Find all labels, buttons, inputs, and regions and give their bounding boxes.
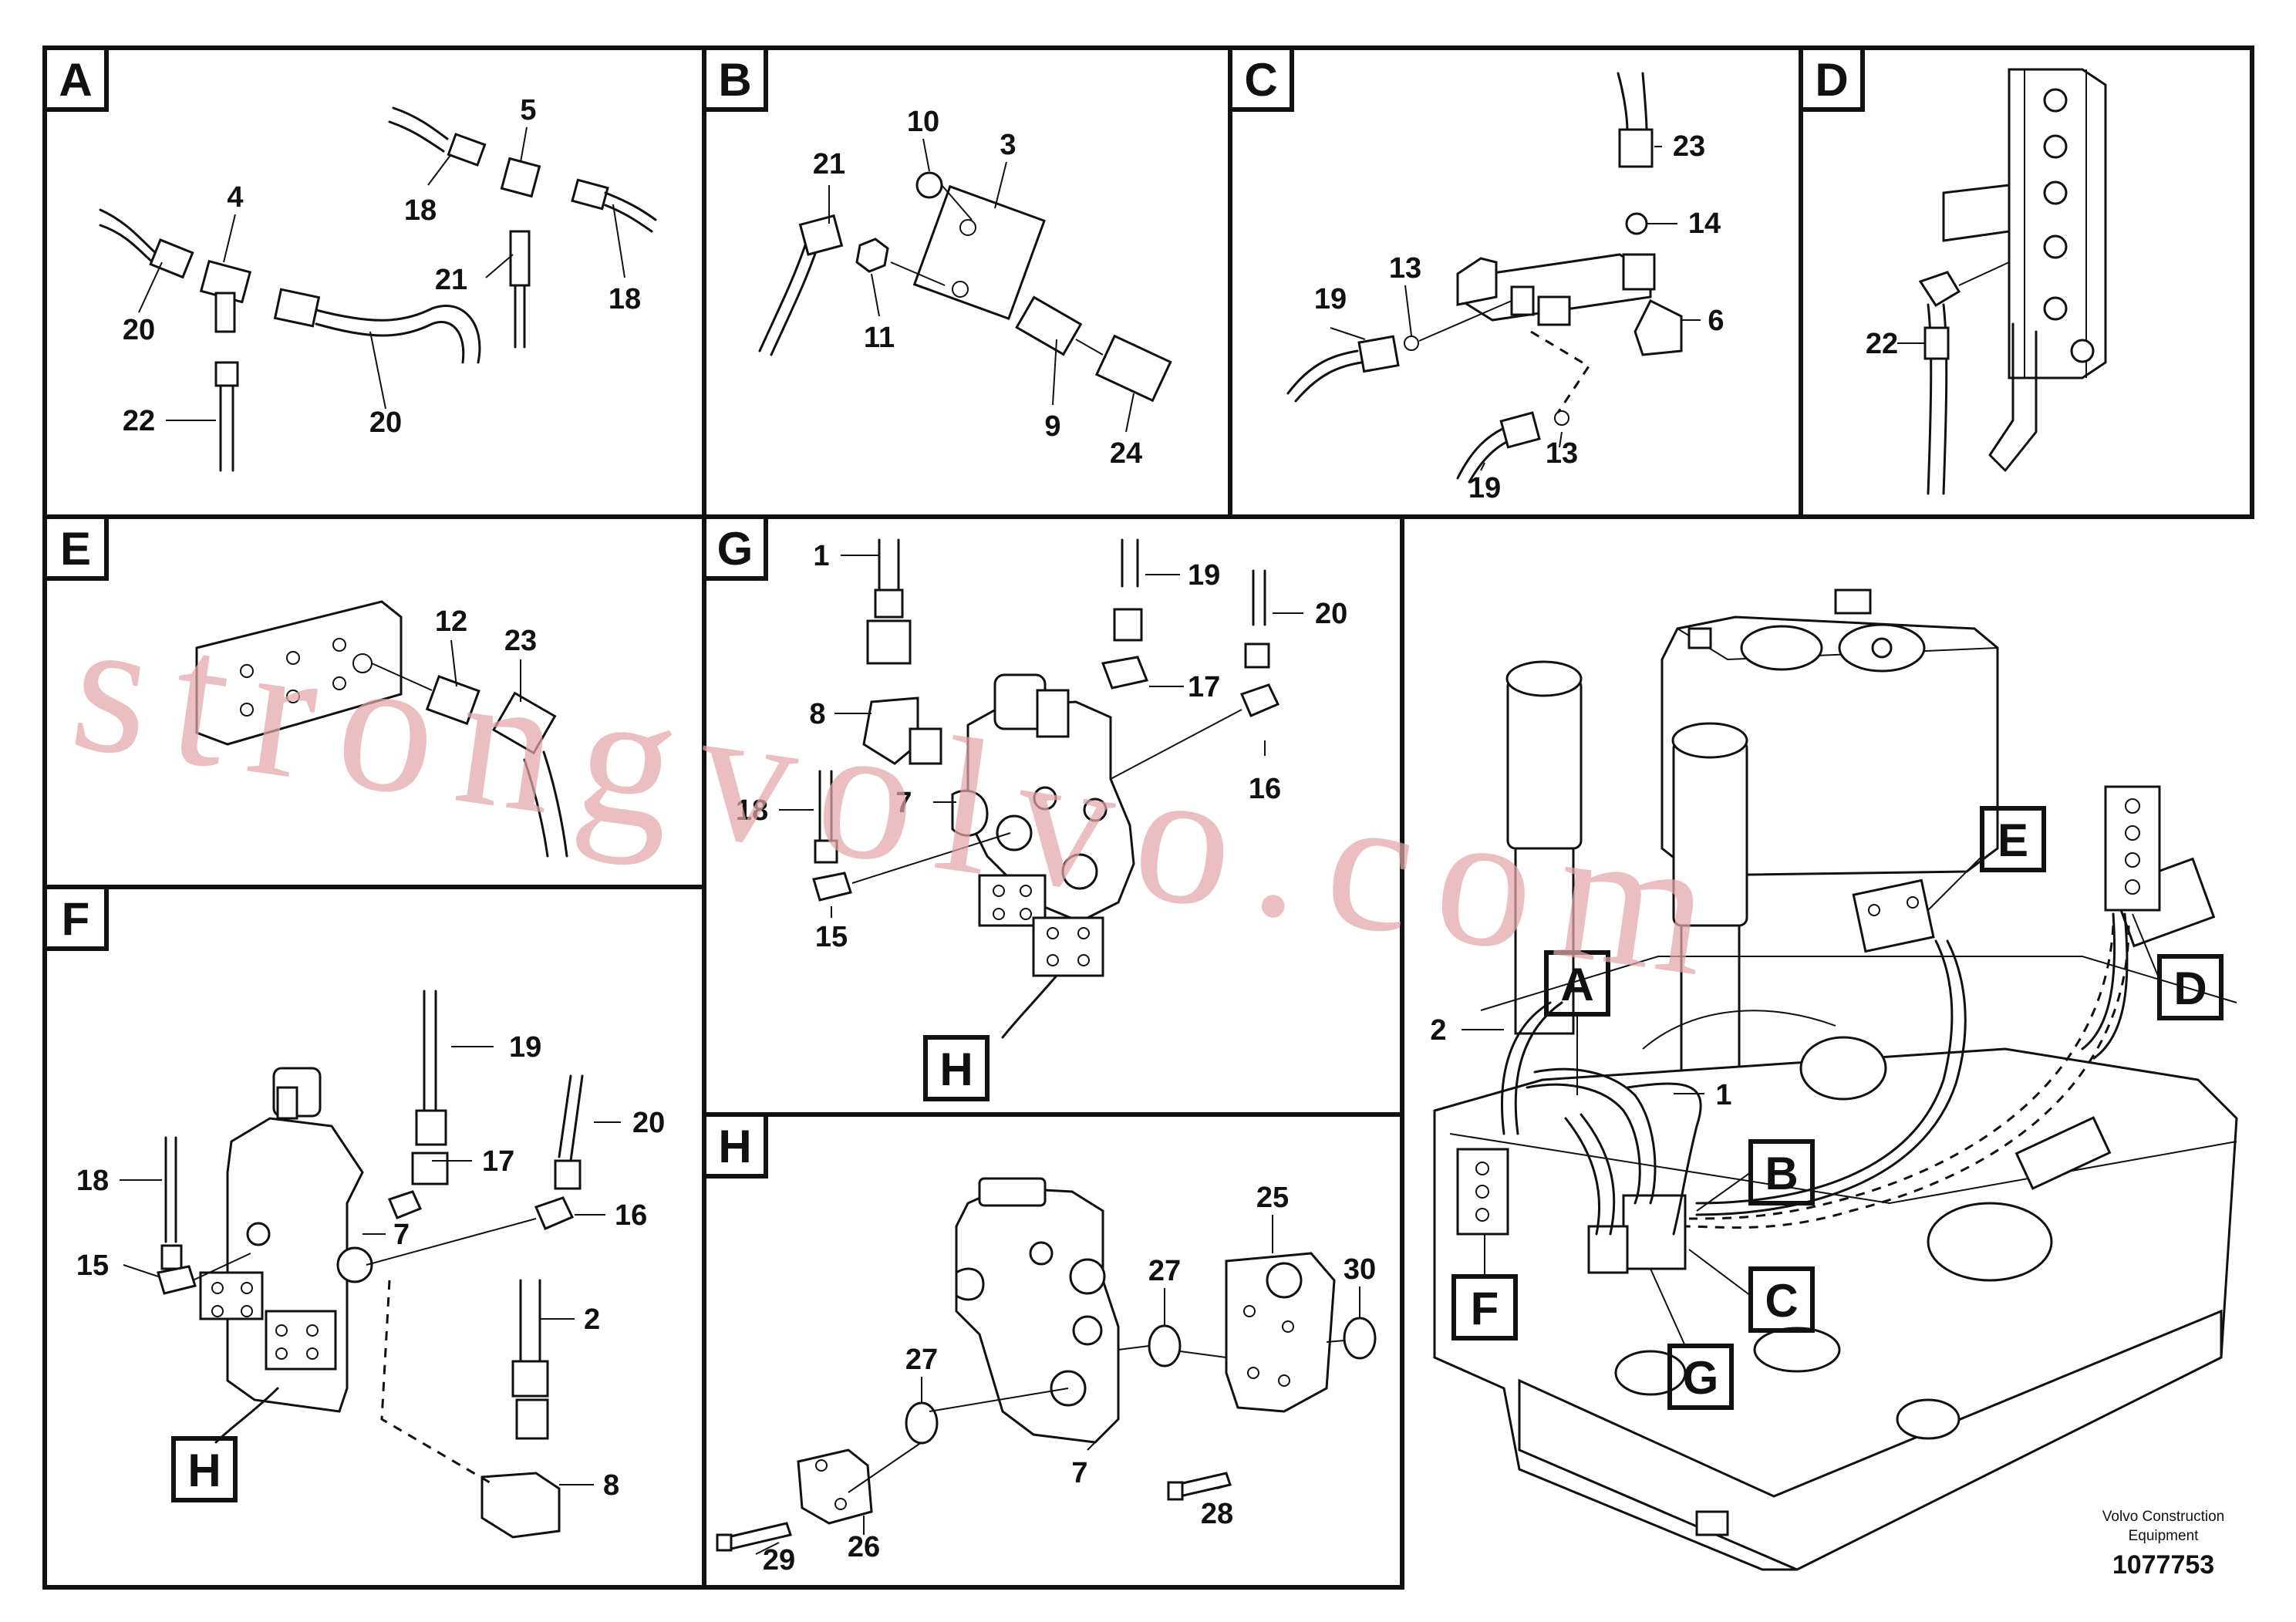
callout-b-10: 10 bbox=[907, 106, 939, 138]
callout-a-20: 20 bbox=[369, 406, 402, 439]
callout-f-15: 15 bbox=[76, 1249, 109, 1282]
machine-overview: A B C D E F G 2 1 bbox=[1430, 588, 2238, 1571]
overview-ref-c: C bbox=[1765, 1275, 1798, 1327]
maker-line-1: Volvo Construction bbox=[2102, 1509, 2224, 1525]
callout-b-11: 11 bbox=[864, 322, 895, 354]
panel-f-ref-letter: H bbox=[187, 1445, 221, 1496]
maker-line-2: Equipment bbox=[2129, 1528, 2200, 1544]
overview-ref-d: D bbox=[2173, 963, 2207, 1014]
callout-e-23: 23 bbox=[504, 625, 537, 657]
callout-f-18: 18 bbox=[76, 1165, 109, 1197]
callout-f-7: 7 bbox=[393, 1219, 410, 1251]
callout-f-2: 2 bbox=[584, 1303, 600, 1336]
callout-g-1: 1 bbox=[813, 540, 829, 572]
callout-g-7: 7 bbox=[895, 787, 912, 819]
callout-f-19: 19 bbox=[509, 1031, 541, 1064]
overview-ref-f: F bbox=[1471, 1283, 1499, 1334]
callout-b-3: 3 bbox=[1000, 129, 1016, 161]
panel-b: B 10 3 21 11 9 24 bbox=[702, 46, 1232, 519]
callout-h-30: 30 bbox=[1344, 1253, 1376, 1286]
callout-h-27: 27 bbox=[1148, 1255, 1181, 1287]
callout-b-24: 24 bbox=[1110, 437, 1142, 470]
callout-h-28: 28 bbox=[1201, 1498, 1233, 1530]
panel-b-letter: B bbox=[718, 54, 751, 106]
callout-a-5: 5 bbox=[520, 94, 536, 126]
callout-a-21: 21 bbox=[435, 264, 467, 296]
panel-c: C 23 14 13 19 6 13 19 bbox=[1228, 46, 1803, 519]
callout-f-20: 20 bbox=[632, 1107, 665, 1139]
overview-callout-2: 2 bbox=[1430, 1014, 1446, 1047]
panel-c-letter: C bbox=[1244, 54, 1277, 106]
callout-c-19: 19 bbox=[1468, 472, 1501, 504]
callout-g-15: 15 bbox=[815, 921, 848, 953]
panel-g-ref-letter: H bbox=[939, 1044, 973, 1095]
callout-h-29: 29 bbox=[763, 1544, 795, 1576]
callout-c-6: 6 bbox=[1708, 305, 1724, 337]
panel-d: D 22 bbox=[1799, 46, 2254, 519]
callout-g-18: 18 bbox=[736, 794, 768, 827]
panel-g-letter: G bbox=[717, 523, 754, 575]
panel-a-letter: A bbox=[59, 54, 92, 106]
callout-b-21: 21 bbox=[813, 148, 845, 180]
callout-a-18: 18 bbox=[404, 194, 437, 227]
callout-a-22: 22 bbox=[123, 405, 155, 437]
callout-h-25: 25 bbox=[1256, 1182, 1289, 1214]
callout-f-8: 8 bbox=[603, 1469, 619, 1502]
callout-g-20: 20 bbox=[1315, 598, 1347, 630]
callout-e-12: 12 bbox=[435, 605, 467, 638]
callout-c-23: 23 bbox=[1673, 130, 1705, 163]
callout-c-19: 19 bbox=[1314, 283, 1347, 315]
document-number: 1077753 bbox=[2112, 1550, 2214, 1580]
overview-ref-e: E bbox=[1998, 814, 2028, 866]
callout-a-18: 18 bbox=[609, 283, 641, 315]
callout-c-14: 14 bbox=[1688, 207, 1721, 240]
overview-callout-1: 1 bbox=[1715, 1079, 1731, 1111]
overview-ref-g: G bbox=[1683, 1352, 1719, 1404]
callout-g-16: 16 bbox=[1249, 773, 1281, 805]
callout-a-20: 20 bbox=[123, 314, 155, 346]
panel-e: E 12 23 bbox=[42, 514, 706, 889]
callout-d-22: 22 bbox=[1866, 328, 1898, 360]
panel-f-letter: F bbox=[62, 893, 90, 945]
panel-d-letter: D bbox=[1815, 54, 1848, 106]
panel-h-letter: H bbox=[718, 1121, 751, 1172]
overview-ref-a: A bbox=[1560, 959, 1593, 1010]
callout-a-4: 4 bbox=[227, 181, 243, 214]
callout-b-9: 9 bbox=[1044, 410, 1060, 443]
footer: Volvo Construction Equipment 1077753 bbox=[2102, 1509, 2224, 1580]
panel-h: H 25 27 30 27 7 28 29 26 bbox=[702, 1112, 1404, 1590]
panel-e-letter: E bbox=[60, 523, 91, 575]
panel-a: A 4 5 18 18 20 20 21 22 bbox=[42, 46, 706, 519]
callout-g-17: 17 bbox=[1188, 671, 1220, 703]
panel-f: F H 19 bbox=[42, 885, 706, 1590]
callout-g-19: 19 bbox=[1188, 559, 1220, 592]
callout-f-17: 17 bbox=[482, 1145, 514, 1178]
callout-h-27: 27 bbox=[905, 1344, 938, 1376]
callout-c-13: 13 bbox=[1546, 437, 1578, 470]
callout-h-7: 7 bbox=[1071, 1457, 1087, 1489]
callout-h-26: 26 bbox=[848, 1531, 880, 1563]
callout-f-16: 16 bbox=[615, 1199, 647, 1232]
callout-g-8: 8 bbox=[809, 698, 825, 730]
overview-ref-b: B bbox=[1765, 1148, 1798, 1199]
callout-c-13: 13 bbox=[1389, 252, 1421, 285]
